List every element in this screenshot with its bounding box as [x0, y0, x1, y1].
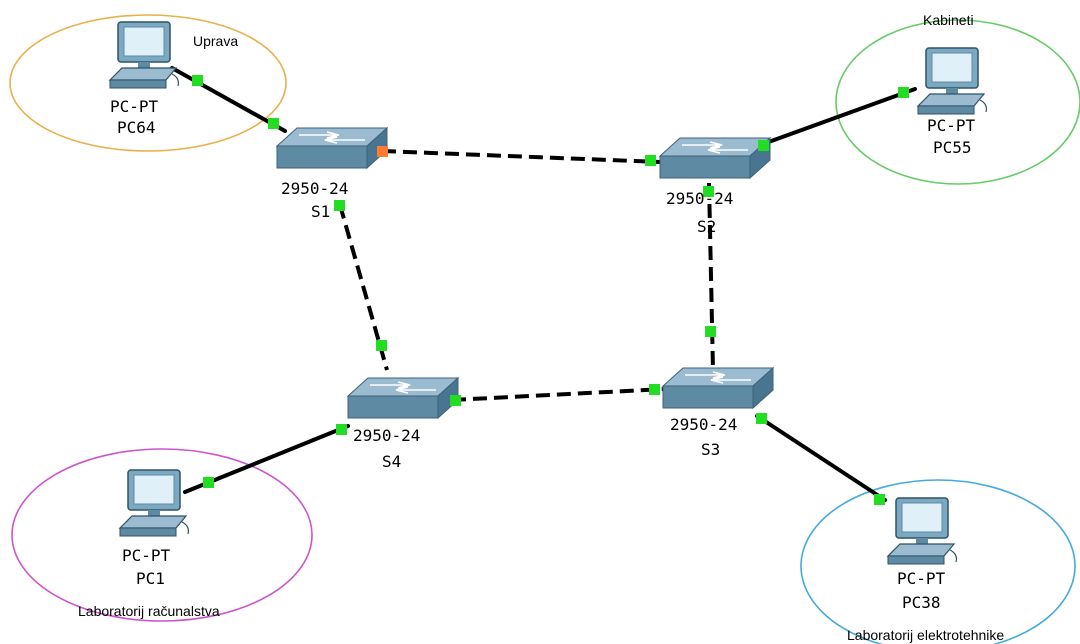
device-name-label: S2	[697, 217, 716, 236]
port-up-indicator	[336, 424, 347, 435]
device-model-label: PC-PT	[897, 569, 946, 588]
port-up-indicator	[705, 326, 716, 337]
switch-s1[interactable]	[276, 127, 388, 169]
link-pc64-s1[interactable]	[170, 66, 287, 133]
switch-s2[interactable]	[659, 137, 771, 179]
port-up-indicator	[268, 118, 279, 129]
pc-pc1[interactable]	[119, 469, 190, 537]
port-up-indicator	[334, 200, 345, 211]
switch-icon	[662, 367, 774, 409]
device-name-label: PC55	[933, 138, 972, 157]
area-kabineti-ellipse	[835, 19, 1080, 185]
switch-icon	[347, 377, 459, 419]
area-label-lab-elektrotehnike: Laboratorij elektrotehnike	[847, 627, 1004, 643]
area-label-kabineti: Kabineti	[923, 12, 974, 28]
device-model-label: 2950-24	[670, 415, 737, 434]
port-up-indicator	[450, 395, 461, 406]
device-name-label: S4	[382, 452, 401, 471]
port-up-indicator	[756, 413, 767, 424]
port-blocked-indicator	[377, 146, 388, 157]
link-s4-s3[interactable]	[451, 387, 666, 402]
pc-pc64[interactable]	[109, 21, 180, 89]
link-s2-pc55[interactable]	[750, 87, 917, 150]
port-up-indicator	[898, 87, 909, 98]
device-model-label: 2950-24	[353, 426, 420, 445]
device-model-label: PC-PT	[122, 546, 171, 565]
device-model-label: PC-PT	[110, 97, 159, 116]
port-up-indicator	[874, 494, 885, 505]
pc-icon	[119, 469, 190, 537]
area-label-uprava: Uprava	[193, 33, 238, 49]
device-name-label: S1	[311, 202, 330, 221]
device-name-label: PC38	[902, 593, 941, 612]
switch-s4[interactable]	[347, 377, 459, 419]
device-model-label: 2950-24	[281, 179, 348, 198]
pc-icon	[109, 21, 180, 89]
link-s2-s3[interactable]	[707, 182, 715, 371]
pc-pc55[interactable]	[917, 47, 988, 115]
area-uprava-ellipse	[9, 14, 287, 152]
area-lab-elektrotehnike-ellipse	[800, 479, 1076, 644]
link-s3-pc38[interactable]	[755, 414, 887, 502]
pc-pc38[interactable]	[887, 497, 958, 565]
link-s1-s2[interactable]	[381, 149, 661, 164]
device-name-label: PC64	[117, 118, 156, 137]
port-up-indicator	[376, 340, 387, 351]
device-model-label: PC-PT	[927, 116, 976, 135]
switch-s3[interactable]	[662, 367, 774, 409]
port-up-indicator	[203, 477, 214, 488]
device-model-label: 2950-24	[666, 189, 733, 208]
device-name-label: S3	[701, 440, 720, 459]
port-up-indicator	[192, 75, 203, 86]
area-lab-racunalstva-ellipse	[11, 448, 313, 622]
pc-icon	[917, 47, 988, 115]
port-up-indicator	[703, 186, 714, 197]
link-s1-s4[interactable]	[338, 204, 389, 371]
port-up-indicator	[649, 384, 660, 395]
switch-icon	[659, 137, 771, 179]
area-label-lab-racunalstva: Laboratorij računalstva	[78, 603, 220, 619]
pc-icon	[887, 497, 958, 565]
switch-icon	[276, 127, 388, 169]
device-name-label: PC1	[136, 569, 165, 588]
port-up-indicator	[645, 155, 656, 166]
port-up-indicator	[758, 140, 769, 151]
